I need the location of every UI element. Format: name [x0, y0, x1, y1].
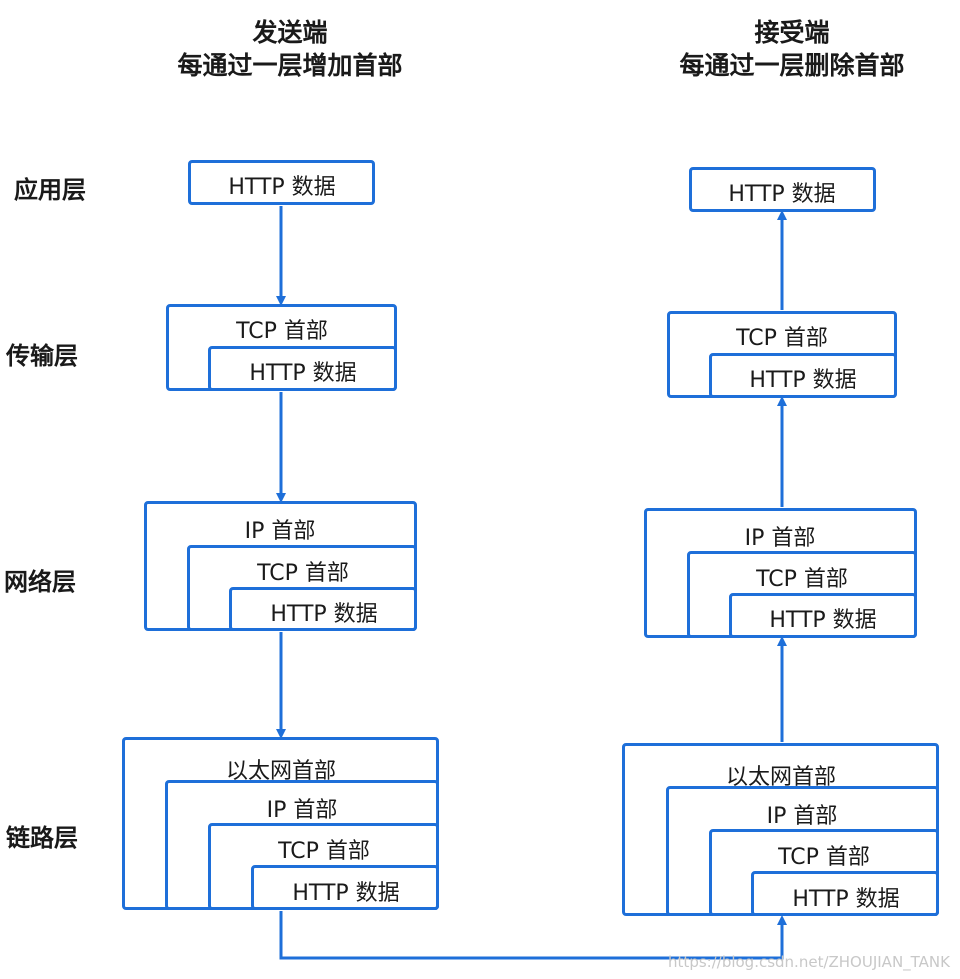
receiver-eth-http-label: HTTP 数据	[792, 887, 900, 912]
sender-tcp-http-label: HTTP 数据	[249, 361, 357, 386]
sender-eth-http-label: HTTP 数据	[292, 881, 400, 906]
receiver-app-http-label: HTTP 数据	[728, 182, 836, 207]
receiver-tcp-header-label: TCP 首部	[736, 326, 828, 351]
sender-title-line1: 发送端	[252, 18, 328, 47]
layer-label-transport: 传输层	[6, 342, 78, 370]
layer-label-link: 链路层	[6, 824, 78, 852]
receiver-eth-tcp-label: TCP 首部	[778, 845, 870, 870]
sender-app-http-label: HTTP 数据	[228, 175, 336, 200]
sender-app-http-box	[188, 160, 375, 205]
sender-ip-http-label: HTTP 数据	[270, 602, 378, 627]
sender-ip-tcp-label: TCP 首部	[257, 561, 349, 586]
watermark: https://blog.csdn.net/ZHOUJIAN_TANK	[668, 953, 950, 971]
sender-ip-header-label: IP 首部	[244, 519, 316, 544]
sender-tcp-http-box	[208, 346, 397, 391]
layer-label-application: 应用层	[14, 176, 86, 204]
sender-ip-http-box	[229, 587, 417, 631]
sender-eth-ip-label: IP 首部	[266, 798, 338, 823]
layer-label-network: 网络层	[4, 568, 76, 596]
sender-eth-tcp-label: TCP 首部	[278, 839, 370, 864]
receiver-ip-http-label: HTTP 数据	[769, 608, 877, 633]
receiver-eth-http-box	[751, 871, 939, 916]
receiver-eth-header-label: 以太网首部	[725, 765, 837, 790]
receiver-tcp-http-label: HTTP 数据	[749, 368, 857, 393]
receiver-ip-tcp-label: TCP 首部	[756, 567, 848, 592]
physical-link-path	[279, 911, 787, 960]
receiver-title: 接受端 每通过一层删除首部	[662, 16, 922, 82]
receiver-eth-ip-label: IP 首部	[766, 804, 838, 829]
receiver-ip-header-label: IP 首部	[744, 526, 816, 551]
sender-tcp-header-label: TCP 首部	[236, 319, 328, 344]
receiver-title-line2: 每通过一层删除首部	[679, 51, 905, 80]
receiver-title-line1: 接受端	[754, 18, 830, 47]
sender-eth-header-label: 以太网首部	[225, 759, 337, 784]
sender-eth-http-box	[251, 865, 439, 910]
receiver-ip-http-box	[729, 593, 917, 638]
receiver-tcp-http-box	[709, 353, 897, 398]
sender-title: 发送端 每通过一层增加首部	[160, 16, 420, 82]
sender-title-line2: 每通过一层增加首部	[177, 51, 403, 80]
